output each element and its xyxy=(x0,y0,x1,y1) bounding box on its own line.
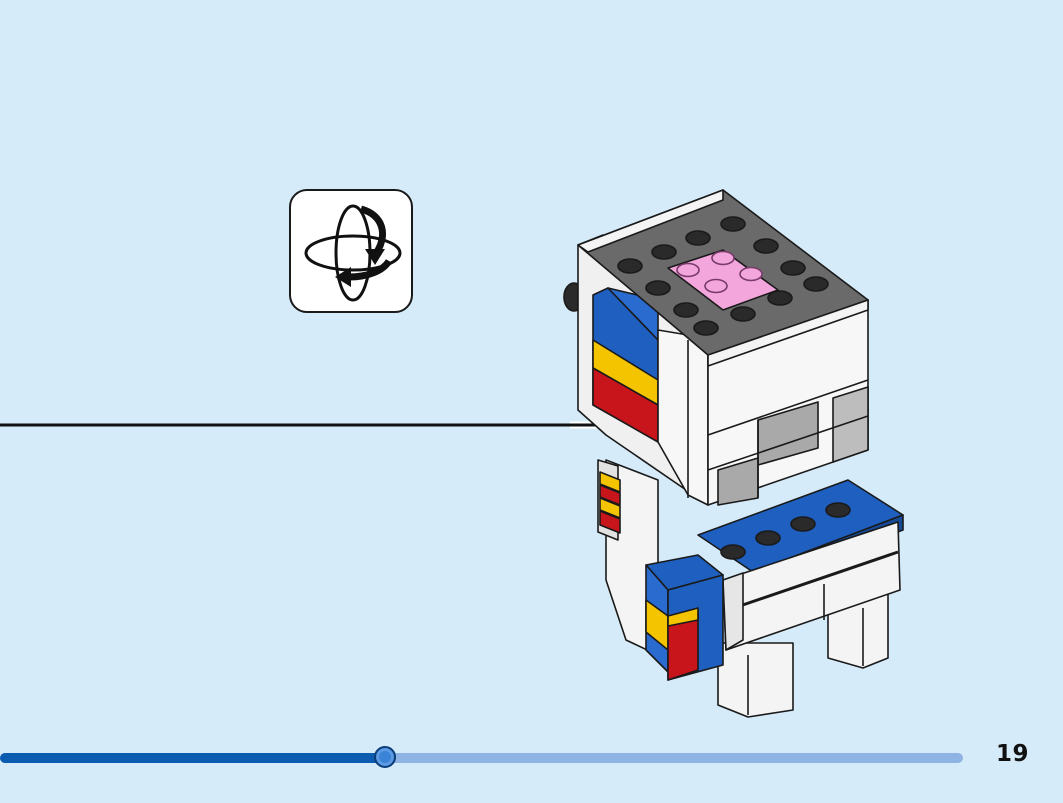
page-progress-slider[interactable] xyxy=(0,746,965,771)
rotate-model-badge xyxy=(289,189,413,313)
progress-fill xyxy=(0,753,385,763)
page-number: 19 xyxy=(996,741,1030,767)
progress-knob[interactable] xyxy=(374,746,396,768)
progress-track[interactable] xyxy=(0,753,963,763)
brick-figure-illustration xyxy=(563,189,904,718)
rotate-model-icon xyxy=(304,204,402,302)
